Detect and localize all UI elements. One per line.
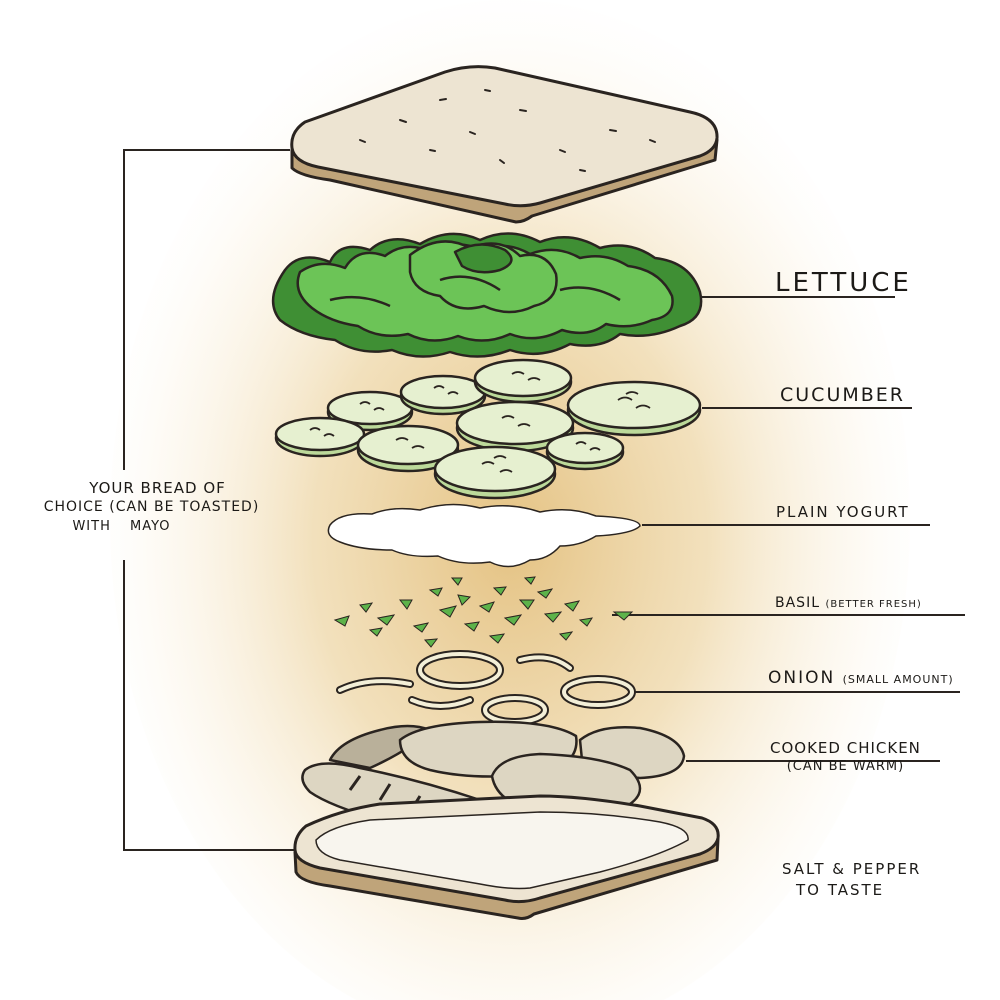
label-chicken-line1: Cooked Chicken	[770, 739, 921, 757]
label-salt-line2: to taste	[796, 881, 885, 899]
label-cucumber: Cucumber	[780, 384, 905, 406]
bread-bracket	[123, 149, 294, 851]
label-bread-line1: Your bread of	[89, 479, 226, 497]
cucumber-slice	[545, 431, 625, 471]
label-chicken-line2: (can be warm)	[786, 759, 905, 774]
cucumber-slice	[356, 424, 460, 473]
cucumber-slice	[274, 416, 366, 458]
label-onion-note: (small amount)	[842, 673, 954, 686]
yogurt-layer	[327, 503, 641, 568]
top-bread	[290, 65, 719, 224]
label-onion-main: Onion	[768, 668, 836, 688]
label-salt-line1: Salt & Pepper	[782, 860, 922, 878]
basil-layer	[333, 576, 634, 648]
label-bread-line3: with mayo	[72, 519, 171, 534]
cucumber-slice	[433, 445, 557, 500]
leader-lines	[612, 296, 965, 762]
onion-layer	[336, 650, 636, 726]
background-glow	[110, 0, 910, 1000]
cucumber-slice	[473, 358, 573, 404]
label-cooked-chicken: Cooked Chicken (can be warm)	[770, 739, 921, 774]
label-bread: Your bread of choice (can be toasted) wi…	[14, 479, 289, 534]
label-basil: Basil (better fresh)	[775, 596, 922, 610]
cucumber-slice	[455, 400, 575, 453]
cucumber-slice	[399, 374, 487, 416]
bottom-bread	[293, 794, 720, 920]
label-basil-note: (better fresh)	[825, 599, 922, 610]
label-plain-yogurt: Plain Yogurt	[776, 503, 910, 521]
label-bread-line2: choice (can be toasted)	[43, 499, 260, 515]
cucumber-layer	[274, 358, 702, 500]
cucumber-slice	[566, 380, 702, 437]
label-lettuce: Lettuce	[775, 268, 912, 298]
label-salt-pepper: Salt & Pepper to taste	[782, 862, 921, 898]
label-basil-main: Basil	[775, 595, 820, 611]
label-onion: Onion (small amount)	[768, 670, 954, 687]
lettuce-layer	[271, 232, 703, 358]
